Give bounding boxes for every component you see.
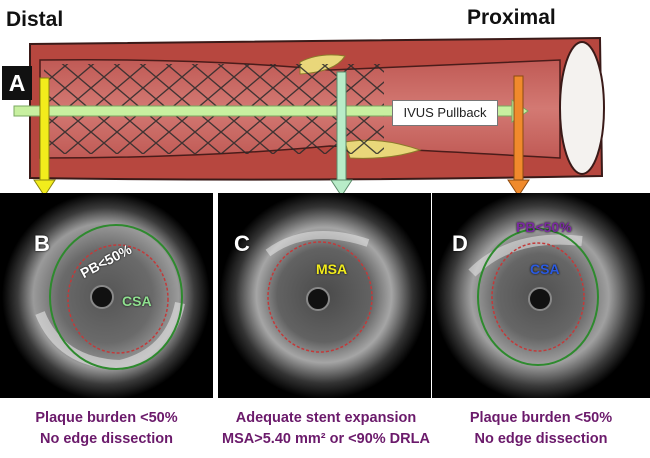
panel-label-b: B <box>34 231 50 256</box>
proximal-marker-arrow <box>507 75 530 197</box>
caption-line: No edge dissection <box>40 431 173 447</box>
ivus-cross-section <box>434 193 646 398</box>
panel-label-a: A <box>2 66 32 100</box>
ivus-cross-section <box>2 193 210 398</box>
plaque-burden-tag: PB<50% <box>516 219 572 235</box>
mid-marker-arrow <box>330 71 353 197</box>
distal-label: Distal <box>6 8 64 31</box>
caption-d: Plaque burden <50% No edge dissection <box>432 408 650 450</box>
distal-marker-arrow <box>33 77 56 197</box>
ivus-cross-section <box>220 193 428 398</box>
caption-line: Adequate stent expansion <box>235 410 417 426</box>
ivus-panel-d: D PB<50% CSA <box>432 193 650 398</box>
vessel-illustration <box>13 36 605 197</box>
caption-line: Plaque burden <50% <box>35 410 178 426</box>
panel-label-d: D <box>452 231 468 256</box>
caption-line: No edge dissection <box>474 431 608 447</box>
caption-line: MSA>5.40 mm² or <90% DRLA <box>222 431 430 447</box>
caption-line: Plaque burden <50% <box>469 410 613 426</box>
caption-c: Adequate stent expansion MSA>5.40 mm² or… <box>206 408 446 450</box>
panel-label-c: C <box>234 231 250 256</box>
ivus-panel-c: C MSA <box>218 193 431 398</box>
csa-tag: CSA <box>530 261 560 277</box>
vessel-end <box>559 41 605 175</box>
ivus-pullback-label: IVUS Pullback <box>392 100 498 126</box>
proximal-label: Proximal <box>467 6 556 29</box>
csa-tag: CSA <box>122 293 152 309</box>
msa-tag: MSA <box>316 261 348 277</box>
caption-b: Plaque burden <50% No edge dissection <box>0 408 213 450</box>
ivus-panel-b: B PB<50% CSA <box>0 193 213 398</box>
